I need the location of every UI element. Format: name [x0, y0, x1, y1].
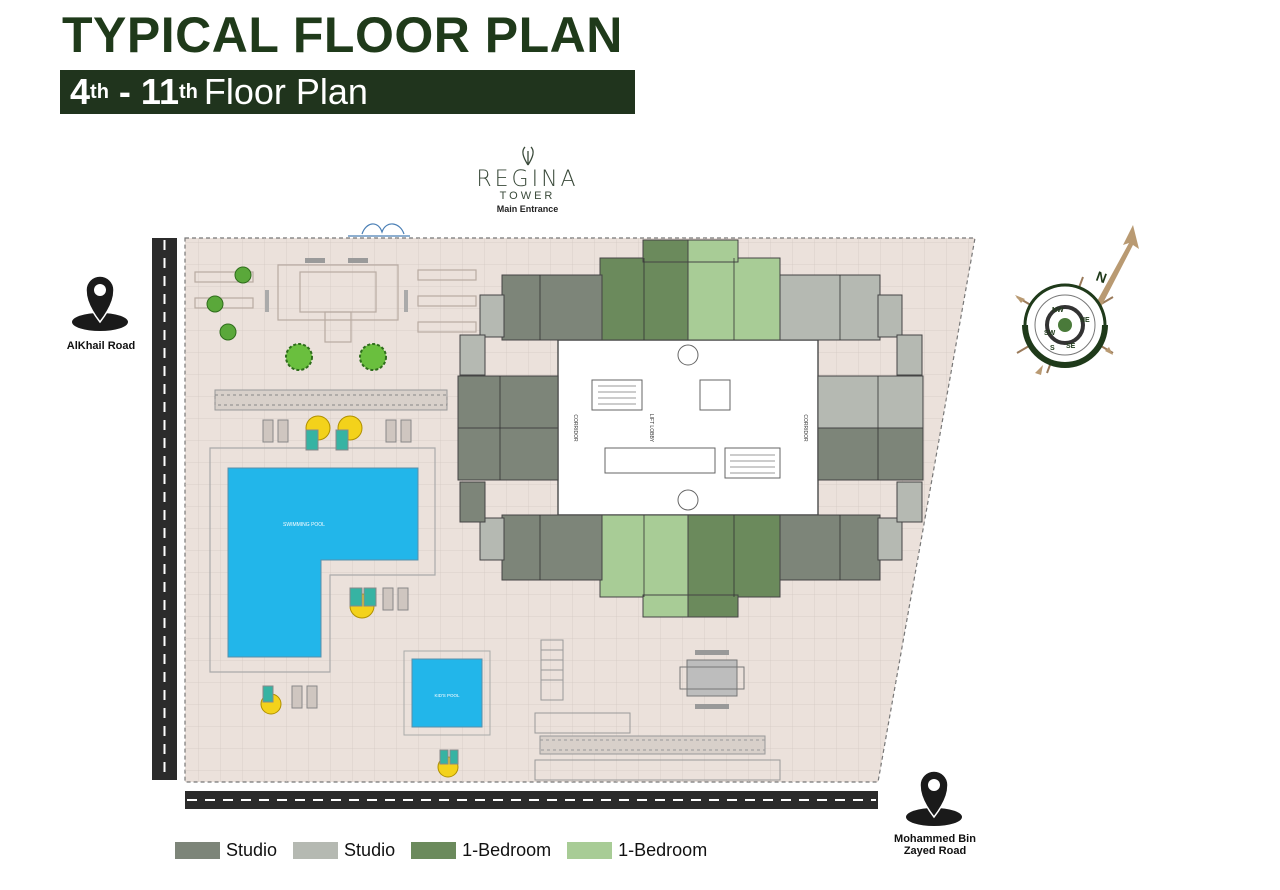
- legend-swatch: [175, 842, 220, 859]
- unit-studio-dark: [457, 427, 559, 481]
- location-pin-icon: [72, 275, 128, 331]
- mbz-road-line1: Mohammed Bin: [894, 833, 976, 845]
- legend-label: 1-Bedroom: [618, 840, 708, 860]
- logo-tower: TOWER: [499, 190, 556, 202]
- lift-lobby-label: LIFT LOBBY: [648, 414, 654, 443]
- leaf-icon: [521, 146, 534, 166]
- tree: [206, 295, 224, 313]
- sun-loungers: [262, 419, 459, 765]
- legend-swatch: [567, 842, 613, 859]
- ramp-stairs: [534, 639, 781, 781]
- unit-studio-dark: [817, 427, 924, 481]
- unit-studio-dark: [457, 375, 559, 429]
- tree: [219, 323, 237, 341]
- unit-studio-dark: [501, 274, 603, 341]
- main-entrance-label: Main Entrance: [496, 204, 559, 214]
- compass-icon: [1015, 225, 1139, 375]
- legend-label: Studio: [344, 840, 396, 860]
- unit-studio-dark: [501, 514, 603, 581]
- legend: Studio Studio 1-Bedroom 1-Bedroom: [175, 840, 713, 861]
- legend-swatch: [293, 842, 339, 859]
- entrance-canopy: [348, 223, 410, 237]
- legend-item: Studio: [293, 840, 395, 861]
- tree: [285, 343, 313, 371]
- tree: [359, 343, 387, 371]
- floor-from: 4: [70, 71, 91, 112]
- floor-to-sup: th: [178, 80, 198, 103]
- floor-suffix: Floor Plan: [203, 71, 368, 112]
- legend-item: 1-Bedroom: [567, 840, 707, 861]
- compass-label-se: SE: [1066, 343, 1076, 350]
- core: [557, 339, 819, 516]
- unit-studio-dark: [779, 514, 881, 581]
- legend-label: Studio: [226, 840, 278, 860]
- compass-label-s: S: [1050, 345, 1055, 352]
- legend-swatch: [411, 842, 457, 859]
- corridor-label-left: CORRIDOR: [572, 414, 578, 442]
- alkhail-road-label: AlKhail Road: [66, 340, 136, 352]
- regina-tower-logo: REGINA TOWER Main Entrance: [470, 145, 585, 214]
- pool-label: SWIMMING POOL: [283, 522, 325, 528]
- location-pin-icon: [906, 770, 962, 826]
- kids-pool-label: KID'S POOL: [434, 693, 460, 698]
- unit-studio-light: [817, 375, 924, 429]
- compass-label-n: N: [1094, 268, 1109, 286]
- landscape-features: [194, 258, 477, 343]
- corridor-label-right: CORRIDOR: [802, 414, 808, 442]
- compass-label-sw: SW: [1044, 330, 1056, 337]
- mbz-road-line2: Zayed Road: [903, 845, 967, 857]
- tower-footprint: [457, 239, 924, 618]
- pergola-strip: [214, 389, 448, 411]
- floor-to: 11: [140, 71, 179, 112]
- logo-name: REGINA: [476, 167, 579, 192]
- road-bottom: [185, 791, 878, 809]
- unit-studio-light: [779, 274, 881, 341]
- swimming-pool: [209, 447, 436, 673]
- trees: [206, 266, 387, 371]
- road-left: [152, 238, 177, 780]
- compass-label-nw: NW: [1052, 307, 1064, 314]
- gazebo: [679, 650, 745, 709]
- floor-dash: -: [108, 71, 141, 112]
- legend-label: 1-Bedroom: [462, 840, 552, 860]
- page-title: TYPICAL FLOOR PLAN: [62, 7, 623, 63]
- floor-from-sup: th: [90, 80, 109, 103]
- legend-item: Studio: [175, 840, 277, 861]
- mbz-road-label: Mohammed Bin Zayed Road: [885, 833, 985, 857]
- compass-label-ne: NE: [1080, 317, 1090, 324]
- tree: [234, 266, 252, 284]
- kids-pool: [403, 650, 491, 736]
- legend-item: 1-Bedroom: [411, 840, 551, 861]
